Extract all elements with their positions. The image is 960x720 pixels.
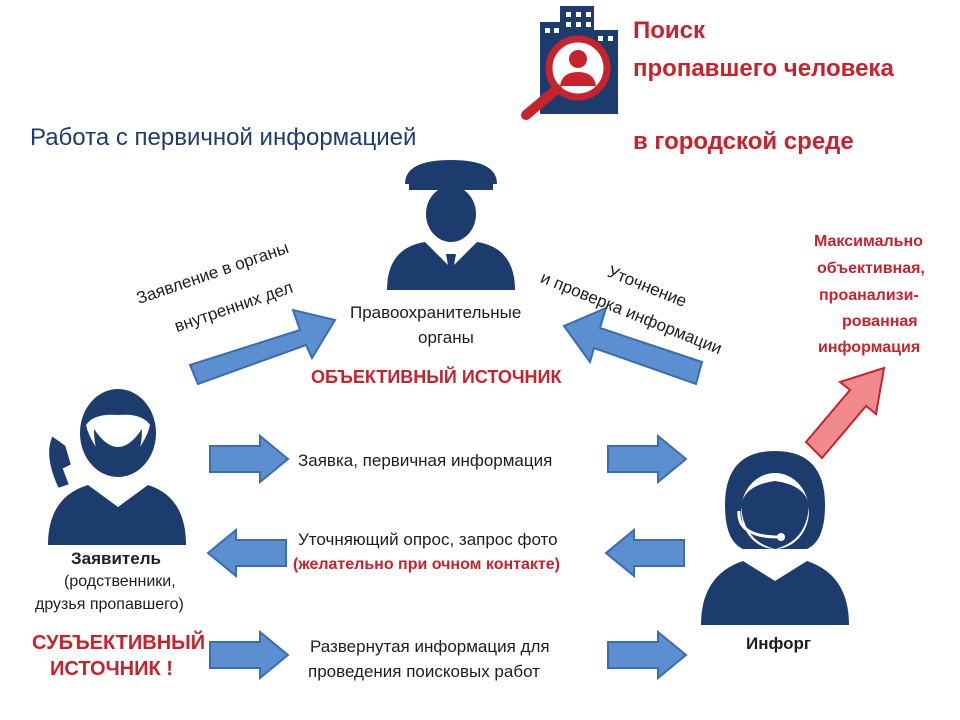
result-line-2: объективная,: [817, 260, 925, 277]
operator-name: Инфорг: [746, 634, 811, 653]
objective-source-label: ОБЪЕКТИВНЫЙ ИСТОЧНИК: [311, 367, 562, 387]
applicant-detail-line-1: (родственники,: [64, 573, 176, 590]
applicant-name: Заявитель: [71, 549, 161, 568]
flow-detailed-line-2: проведения поисковых работ: [308, 662, 540, 681]
flow-detailed-line-1: Развернутая информация для: [310, 637, 550, 656]
arrow-survey-left-segment: [206, 527, 287, 579]
subjective-source-line-1: СУБЪЕКТИВНЫЙ: [32, 632, 206, 654]
result-line-1: Максимально: [814, 233, 923, 250]
person-with-phone-icon: [47, 389, 186, 545]
flow-request-label: Заявка, первичная информация: [298, 451, 553, 470]
arrow-detailed-right-segment: [607, 629, 688, 681]
title-line-2: пропавшего человека: [633, 55, 894, 82]
arrow-applicant-to-police: [188, 308, 337, 386]
police-officer-icon: [387, 160, 515, 290]
arrow-survey-right-segment: [604, 527, 685, 579]
arrow-result-up: [804, 366, 886, 460]
police-label-line-1: Правоохранительные: [350, 303, 522, 322]
arrow-request-left-segment: [209, 433, 290, 485]
title-line-1: Поиск: [633, 17, 706, 44]
result-line-4: рованная: [842, 313, 918, 330]
police-label-line-2: органы: [418, 328, 474, 347]
arrow-request-right-segment: [607, 433, 688, 485]
flow-survey-note: (желательно при очном контакте): [293, 556, 560, 573]
title-line-3: в городской среде: [633, 128, 854, 155]
arrow-detailed-left-segment: [209, 629, 290, 681]
magnifier-building-icon: [521, 6, 618, 120]
arrow-operator-to-police: [562, 306, 704, 386]
applicant-detail-line-2: друзья пропавшего): [35, 596, 184, 613]
result-line-3: проанализи-: [819, 287, 919, 304]
flow-survey-label: Уточняющий опрос, запрос фото: [298, 530, 558, 549]
result-line-5: информация: [818, 339, 921, 356]
subjective-source-line-2: ИСТОЧНИК !: [50, 658, 173, 680]
page-subtitle: Работа с первичной информацией: [30, 124, 417, 151]
operator-headset-icon: [701, 451, 849, 625]
